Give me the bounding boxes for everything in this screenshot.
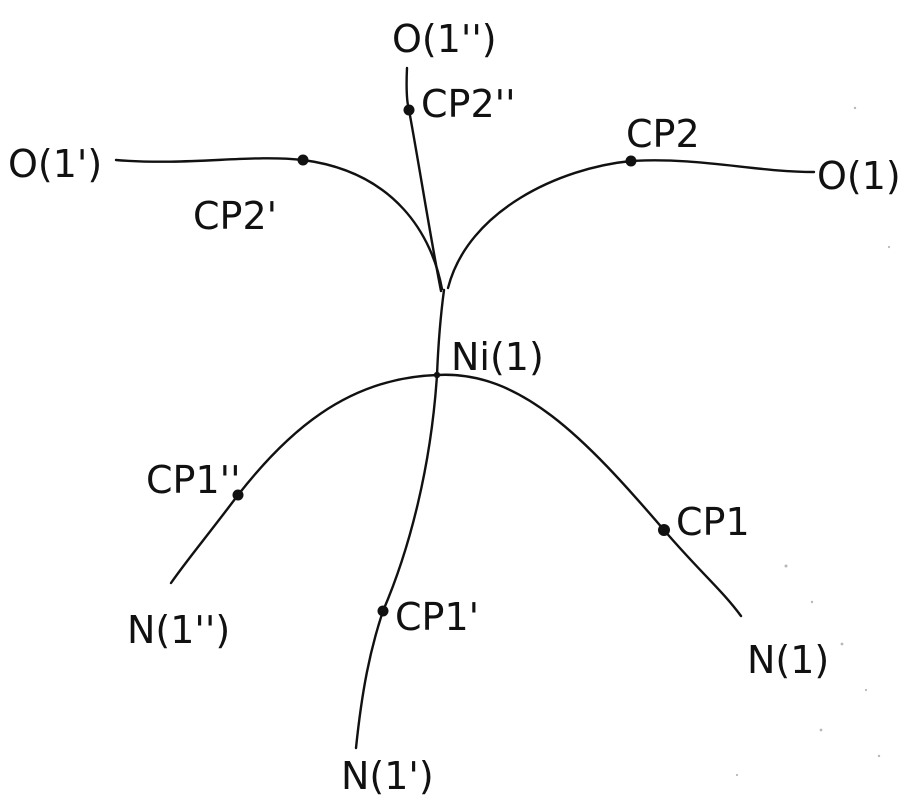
texture-dot — [840, 642, 844, 646]
atom-label-o1p: O(1') — [8, 142, 102, 186]
cp2-point — [625, 155, 637, 167]
critical-points — [232, 104, 670, 617]
path-o1 — [446, 159, 816, 290]
texture-dot — [877, 754, 881, 758]
ni-point — [433, 371, 441, 379]
atom-labels: O(1'') O(1') O(1) Ni(1) N(1'') N(1) N(1'… — [8, 17, 901, 798]
texture-dot — [819, 728, 823, 732]
critical-point-labels: CP2'' CP2 CP2' CP1'' CP1 CP1' — [146, 82, 750, 639]
atom-label-n1p: N(1') — [341, 754, 434, 798]
path-o1pp — [405, 66, 443, 293]
cp-label-cp2pp: CP2'' — [421, 82, 516, 126]
texture-dot — [887, 245, 891, 249]
atom-label-o1pp: O(1'') — [392, 17, 497, 61]
atom-label-n1pp: N(1'') — [127, 608, 230, 652]
cp-label-cp2: CP2 — [626, 112, 700, 156]
texture-dot — [864, 688, 868, 692]
path-n1pp — [169, 373, 439, 585]
atom-label-ni1: Ni(1) — [451, 335, 544, 379]
cp-label-cp2p: CP2' — [193, 194, 277, 238]
cp1p-point — [377, 605, 389, 617]
texture-dot — [784, 564, 788, 568]
atom-label-n1: N(1) — [747, 638, 829, 682]
path-n1p — [354, 373, 439, 750]
path-ni-link — [435, 288, 446, 377]
path-n1 — [435, 373, 743, 618]
background-texture — [735, 106, 891, 777]
cp1pp-point — [232, 489, 244, 501]
cp-label-cp1: CP1 — [676, 500, 750, 544]
texture-dot — [810, 600, 814, 604]
cp1-point — [658, 524, 670, 536]
cp2p-point — [297, 154, 309, 166]
cp-label-cp1pp: CP1'' — [146, 458, 241, 502]
path-o1p — [114, 157, 444, 291]
cp2pp-point — [403, 104, 415, 116]
atom-label-o1: O(1) — [817, 154, 901, 198]
texture-dot — [735, 773, 739, 777]
texture-dot — [853, 106, 857, 110]
cp-label-cp1p: CP1' — [395, 595, 479, 639]
